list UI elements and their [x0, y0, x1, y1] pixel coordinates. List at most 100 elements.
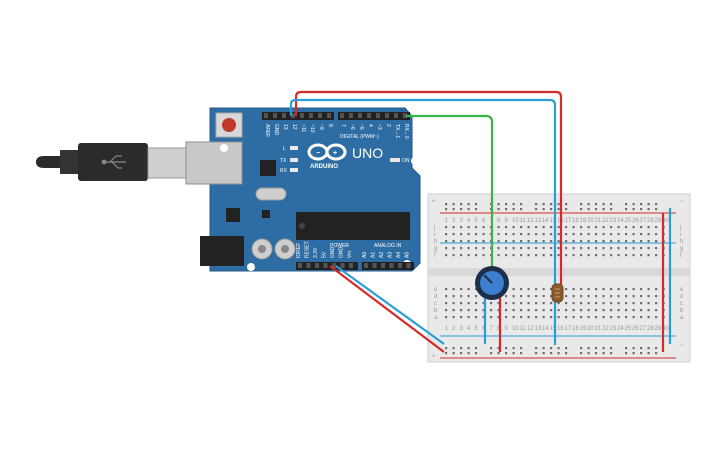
- terminal-hole[interactable]: [497, 247, 500, 250]
- terminal-hole[interactable]: [527, 309, 530, 312]
- photoresistor[interactable]: [551, 283, 564, 303]
- terminal-hole[interactable]: [647, 288, 650, 291]
- terminal-hole[interactable]: [445, 302, 448, 305]
- terminal-hole[interactable]: [655, 247, 658, 250]
- terminal-hole[interactable]: [595, 247, 598, 250]
- terminal-hole[interactable]: [617, 316, 620, 319]
- rail-hole[interactable]: [602, 208, 605, 211]
- rail-hole[interactable]: [632, 203, 635, 206]
- rail-hole[interactable]: [445, 347, 448, 350]
- terminal-hole[interactable]: [557, 254, 560, 257]
- rail-hole[interactable]: [475, 208, 478, 211]
- terminal-hole[interactable]: [595, 233, 598, 236]
- rail-hole[interactable]: [452, 203, 455, 206]
- terminal-hole[interactable]: [647, 240, 650, 243]
- terminal-hole[interactable]: [610, 309, 613, 312]
- terminal-hole[interactable]: [550, 254, 553, 257]
- rail-hole[interactable]: [550, 347, 553, 350]
- terminal-hole[interactable]: [467, 288, 470, 291]
- terminal-hole[interactable]: [482, 316, 485, 319]
- terminal-hole[interactable]: [595, 254, 598, 257]
- terminal-hole[interactable]: [460, 295, 463, 298]
- terminal-hole[interactable]: [572, 295, 575, 298]
- terminal-hole[interactable]: [550, 295, 553, 298]
- terminal-hole[interactable]: [445, 240, 448, 243]
- terminal-hole[interactable]: [647, 233, 650, 236]
- terminal-hole[interactable]: [460, 233, 463, 236]
- terminal-hole[interactable]: [527, 254, 530, 257]
- header-pin[interactable]: [273, 113, 277, 118]
- terminal-hole[interactable]: [550, 316, 553, 319]
- terminal-hole[interactable]: [647, 247, 650, 250]
- terminal-hole[interactable]: [602, 295, 605, 298]
- header-pin[interactable]: [291, 113, 295, 118]
- terminal-hole[interactable]: [565, 247, 568, 250]
- header-pin[interactable]: [372, 263, 377, 268]
- terminal-hole[interactable]: [587, 226, 590, 229]
- terminal-hole[interactable]: [625, 240, 628, 243]
- rail-hole[interactable]: [580, 347, 583, 350]
- terminal-hole[interactable]: [595, 295, 598, 298]
- terminal-hole[interactable]: [497, 226, 500, 229]
- terminal-hole[interactable]: [640, 226, 643, 229]
- terminal-hole[interactable]: [617, 309, 620, 312]
- terminal-hole[interactable]: [520, 247, 523, 250]
- rail-hole[interactable]: [535, 347, 538, 350]
- rail-hole[interactable]: [512, 203, 515, 206]
- terminal-hole[interactable]: [467, 226, 470, 229]
- rail-hole[interactable]: [460, 352, 463, 355]
- terminal-hole[interactable]: [542, 288, 545, 291]
- terminal-hole[interactable]: [512, 309, 515, 312]
- rail-hole[interactable]: [550, 208, 553, 211]
- terminal-hole[interactable]: [550, 233, 553, 236]
- terminal-hole[interactable]: [542, 309, 545, 312]
- rail-hole[interactable]: [640, 203, 643, 206]
- terminal-hole[interactable]: [527, 247, 530, 250]
- terminal-hole[interactable]: [557, 240, 560, 243]
- terminal-hole[interactable]: [512, 254, 515, 257]
- terminal-hole[interactable]: [632, 233, 635, 236]
- terminal-hole[interactable]: [557, 309, 560, 312]
- rail-hole[interactable]: [587, 203, 590, 206]
- terminal-hole[interactable]: [445, 233, 448, 236]
- header-pin[interactable]: [332, 263, 336, 268]
- rail-hole[interactable]: [587, 352, 590, 355]
- rail-hole[interactable]: [565, 352, 568, 355]
- terminal-hole[interactable]: [617, 302, 620, 305]
- terminal-hole[interactable]: [527, 226, 530, 229]
- rail-hole[interactable]: [512, 208, 515, 211]
- terminal-hole[interactable]: [655, 295, 658, 298]
- terminal-hole[interactable]: [602, 316, 605, 319]
- rail-hole[interactable]: [535, 352, 538, 355]
- terminal-hole[interactable]: [565, 316, 568, 319]
- wire-blue-gnd[interactable]: [335, 265, 445, 345]
- terminal-hole[interactable]: [625, 254, 628, 257]
- terminal-hole[interactable]: [475, 316, 478, 319]
- terminal-hole[interactable]: [475, 247, 478, 250]
- rail-hole[interactable]: [467, 203, 470, 206]
- terminal-hole[interactable]: [445, 295, 448, 298]
- rail-hole[interactable]: [557, 203, 560, 206]
- terminal-hole[interactable]: [565, 240, 568, 243]
- terminal-hole[interactable]: [595, 226, 598, 229]
- terminal-hole[interactable]: [580, 226, 583, 229]
- rail-hole[interactable]: [497, 203, 500, 206]
- terminal-hole[interactable]: [602, 240, 605, 243]
- terminal-hole[interactable]: [655, 309, 658, 312]
- terminal-hole[interactable]: [542, 295, 545, 298]
- terminal-hole[interactable]: [625, 309, 628, 312]
- terminal-hole[interactable]: [512, 226, 515, 229]
- terminal-hole[interactable]: [625, 288, 628, 291]
- terminal-hole[interactable]: [580, 316, 583, 319]
- terminal-hole[interactable]: [572, 316, 575, 319]
- terminal-hole[interactable]: [520, 309, 523, 312]
- terminal-hole[interactable]: [640, 302, 643, 305]
- header-pin[interactable]: [381, 263, 385, 268]
- terminal-hole[interactable]: [467, 316, 470, 319]
- rail-hole[interactable]: [610, 352, 613, 355]
- terminal-hole[interactable]: [535, 316, 538, 319]
- rail-hole[interactable]: [550, 203, 553, 206]
- terminal-hole[interactable]: [617, 295, 620, 298]
- terminal-hole[interactable]: [482, 302, 485, 305]
